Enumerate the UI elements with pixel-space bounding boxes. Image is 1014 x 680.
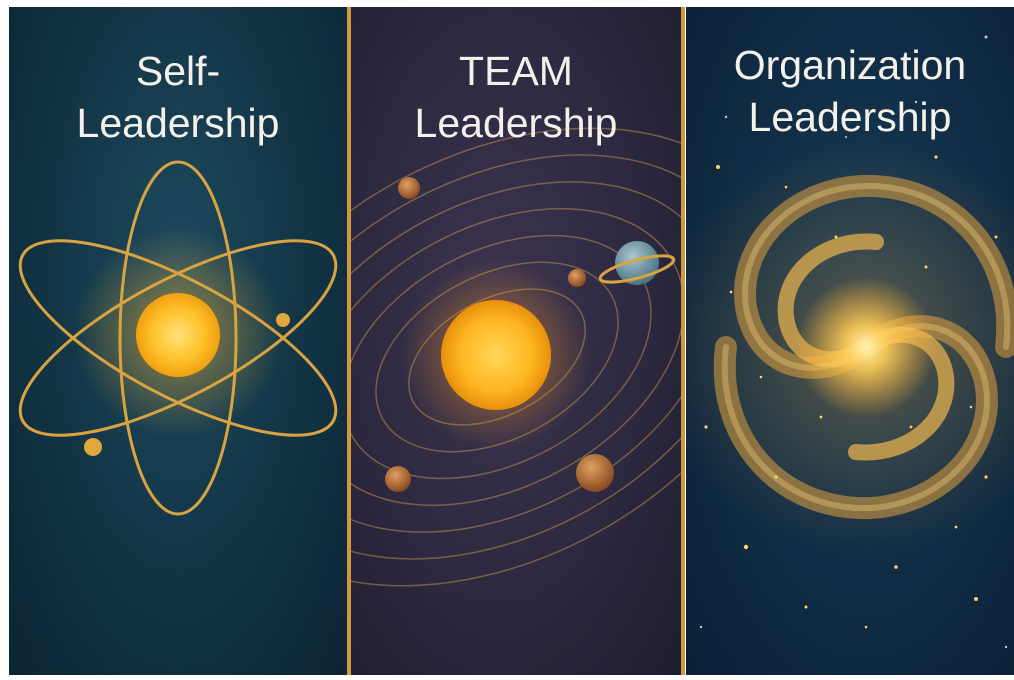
spiral-galaxy-icon <box>686 35 1014 649</box>
nucleus-icon <box>136 293 220 377</box>
solar-system-icon <box>351 127 681 587</box>
title-line: TEAM <box>459 48 573 94</box>
planet-icon <box>568 269 586 287</box>
panel-title: Self- Leadership <box>9 45 347 149</box>
panel-team-leadership: TEAM Leadership <box>351 7 681 675</box>
panel-self-leadership: Self- Leadership <box>9 7 347 675</box>
panel-organization-leadership: Organization Leadership <box>686 7 1014 675</box>
galaxy-core-icon <box>796 277 936 417</box>
planet-icon <box>576 454 614 492</box>
title-line: Leadership <box>414 100 618 146</box>
electron-icon <box>276 313 290 327</box>
electron-icon <box>84 438 102 456</box>
ringed-planet-icon <box>598 241 676 285</box>
sun-icon <box>441 300 551 410</box>
panel-title: Organization Leadership <box>686 39 1014 143</box>
panel-title: TEAM Leadership <box>351 45 681 149</box>
panel-divider <box>681 7 685 675</box>
title-line: Organization <box>733 42 967 88</box>
planet-icon <box>398 177 420 199</box>
title-line: Leadership <box>748 94 952 140</box>
illustration-frame: Self- Leadership <box>9 7 1014 675</box>
title-line: Self- <box>135 48 221 94</box>
panel-divider <box>347 7 351 675</box>
atom-icon <box>18 160 338 516</box>
planet-icon <box>385 466 411 492</box>
title-line: Leadership <box>76 100 280 146</box>
